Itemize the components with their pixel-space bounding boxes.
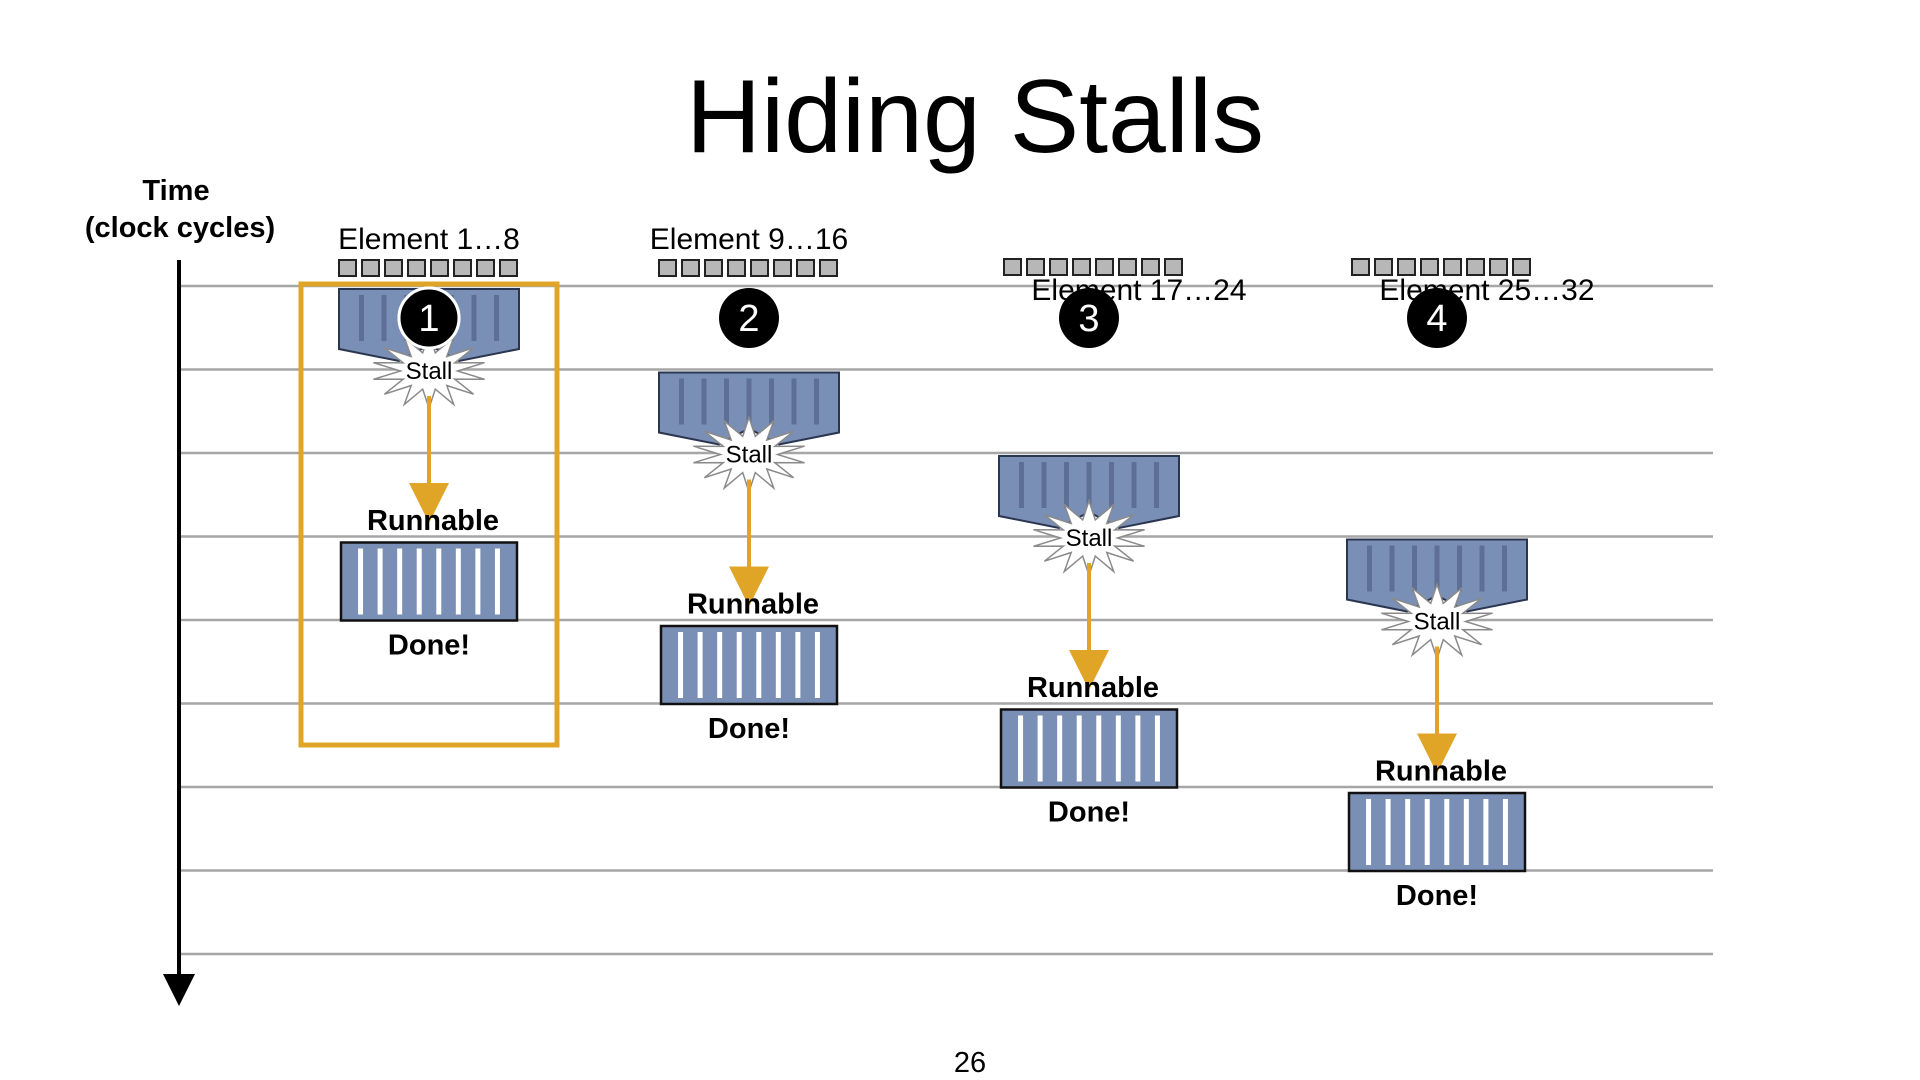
group-number: 4 [1426, 298, 1447, 340]
element-square [658, 259, 677, 277]
group-number-badge [1407, 288, 1467, 348]
element-square [1420, 258, 1439, 276]
element-square [453, 259, 472, 277]
element-square [499, 259, 518, 277]
runnable-label: Runnable [367, 505, 499, 537]
element-square [819, 259, 838, 277]
group-number: 1 [418, 298, 439, 340]
element-square [1489, 258, 1508, 276]
done-block [339, 541, 519, 622]
done-block [659, 624, 839, 706]
element-square [1049, 258, 1068, 276]
highlight-frame [298, 281, 560, 748]
stall-label: Stall [1066, 525, 1113, 552]
element-square [704, 259, 723, 277]
element-square [1466, 258, 1485, 276]
element-square [1003, 258, 1022, 276]
done-label: Done! [1396, 880, 1478, 912]
time-axis-label-line2: (clock cycles) [85, 212, 275, 244]
element-square [1026, 258, 1045, 276]
group-number: 3 [1078, 298, 1099, 340]
element-square [1164, 258, 1183, 276]
element-square [796, 259, 815, 277]
element-square [1118, 258, 1137, 276]
element-square [1374, 258, 1393, 276]
done-block [999, 708, 1179, 789]
element-square [338, 259, 357, 277]
element-square [384, 259, 403, 277]
element-square [681, 259, 700, 277]
group-number-badge [1059, 288, 1119, 348]
page-number: 26 [954, 1047, 986, 1079]
group-number-badge [397, 286, 461, 350]
element-range-label: Element 9…16 [650, 223, 848, 256]
element-square [476, 259, 495, 277]
done-label: Done! [388, 630, 470, 662]
stall-label: Stall [406, 358, 453, 385]
element-square [1512, 258, 1531, 276]
page-title: Hiding Stalls [686, 59, 1264, 175]
element-square [727, 259, 746, 277]
element-range-label: Element 1…8 [338, 223, 520, 256]
runnable-label: Runnable [687, 589, 819, 621]
element-square [430, 259, 449, 277]
thread-group-1: Element 1…81StallRunnableDone!1 [298, 223, 560, 748]
element-square [407, 259, 426, 277]
element-square [1397, 258, 1416, 276]
stall-label: Stall [726, 442, 773, 469]
runnable-label: Runnable [1027, 672, 1159, 704]
element-square [773, 259, 792, 277]
element-square [750, 259, 769, 277]
group-number: 2 [738, 298, 759, 340]
stall-label: Stall [1414, 609, 1461, 636]
element-square [1351, 258, 1370, 276]
element-square [1141, 258, 1160, 276]
element-square [361, 259, 380, 277]
element-square [1095, 258, 1114, 276]
time-axis-label-line1: Time [142, 175, 209, 207]
group-number-badge [719, 288, 779, 348]
done-block [1347, 791, 1527, 873]
runnable-label: Runnable [1375, 756, 1507, 788]
done-label: Done! [708, 713, 790, 745]
done-label: Done! [1048, 797, 1130, 829]
element-square [1443, 258, 1462, 276]
element-square [1072, 258, 1091, 276]
